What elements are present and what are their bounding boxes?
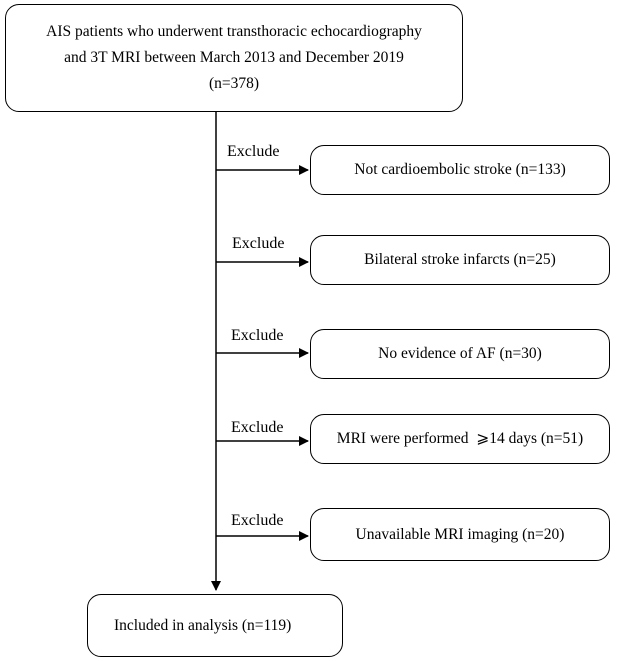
exclude-label-1: Exclude (227, 143, 280, 160)
exclusion-box-4: MRI were performed ⩾14 days (n=51) (310, 414, 610, 464)
exclude-label-2: Exclude (232, 235, 285, 252)
exclusion-box-1: Not cardioembolic stroke (n=133) (310, 145, 610, 195)
exclusion-box-5: Unavailable MRI imaging (n=20) (310, 508, 610, 561)
exclusion-text-4: MRI were performed ⩾14 days (n=51) (336, 430, 584, 447)
exclusion-text-2: Bilateral stroke infarcts (n=25) (364, 251, 556, 268)
exclude-label-4: Exclude (231, 419, 284, 436)
exclusion-text-5: Unavailable MRI imaging (n=20) (355, 525, 565, 543)
exclude-label-3: Exclude (231, 327, 284, 344)
exclude-label-5: Exclude (231, 512, 284, 529)
exclusion-box-3: No evidence of AF (n=30) (310, 329, 610, 379)
exclusion-text-1: Not cardioembolic stroke (n=133) (354, 161, 566, 178)
final-box: Included in analysis (n=119) (87, 594, 343, 657)
start-box-line-3: (n=378) (208, 75, 260, 92)
exclusion-text-3: No evidence of AF (n=30) (378, 345, 542, 362)
start-box-line-1: AIS patients who underwent transthoracic… (46, 23, 422, 40)
start-box-line-2: and 3T MRI between March 2013 and Decemb… (64, 49, 404, 66)
start-box: AIS patients who underwent transthoracic… (5, 4, 463, 112)
exclusion-box-2: Bilateral stroke infarcts (n=25) (310, 235, 610, 285)
final-box-text: Included in analysis (n=119) (114, 616, 292, 634)
